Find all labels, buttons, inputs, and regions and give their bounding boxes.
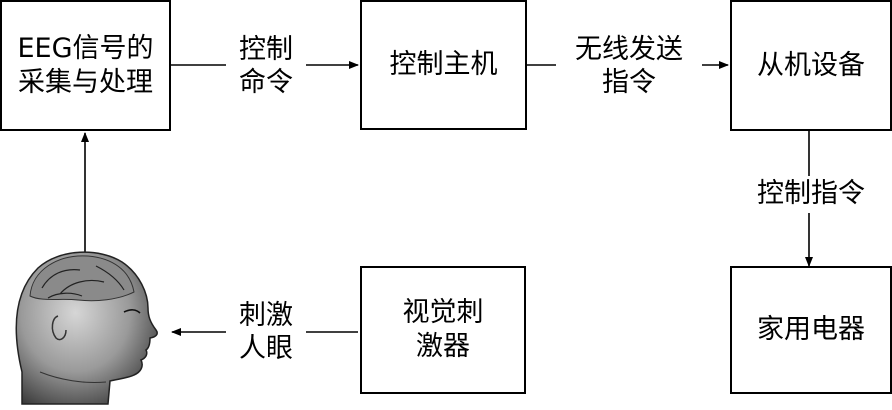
- stimulate-eye-line2: 人眼: [239, 332, 293, 364]
- control-instruction-text: 控制指令: [757, 178, 865, 209]
- stimulate-eye-label: 刺激 人眼: [226, 300, 306, 366]
- eeg-box-line2: 采集与处理: [17, 66, 153, 98]
- control-host-label: 控制主机: [389, 49, 498, 81]
- visual-stimulator-box: 视觉刺 激器: [360, 266, 526, 394]
- control-instruction-label: 控制指令: [738, 176, 884, 213]
- stimulate-eye-line1: 刺激: [239, 300, 293, 331]
- control-command-label: 控制 命令: [226, 34, 306, 100]
- home-appliance-box: 家用电器: [730, 266, 892, 394]
- wireless-instruction-label: 无线发送 指令: [556, 34, 702, 100]
- slave-device-label: 从机设备: [757, 49, 865, 81]
- eeg-processing-box: EEG信号的 采集与处理: [0, 0, 171, 131]
- human-head-brain-icon: [15, 251, 158, 405]
- control-command-line1: 控制: [239, 34, 293, 65]
- eeg-box-line1: EEG信号的: [17, 32, 154, 64]
- control-command-line2: 命令: [239, 66, 293, 98]
- control-host-box: 控制主机: [360, 0, 527, 130]
- wireless-instruction-line1: 无线发送: [575, 34, 683, 65]
- wireless-instruction-line2: 指令: [602, 66, 656, 98]
- slave-device-box: 从机设备: [730, 0, 892, 131]
- visual-stimulator-line2: 激器: [416, 331, 470, 362]
- home-appliance-label: 家用电器: [757, 314, 865, 346]
- visual-stimulator-line1: 视觉刺: [402, 297, 484, 329]
